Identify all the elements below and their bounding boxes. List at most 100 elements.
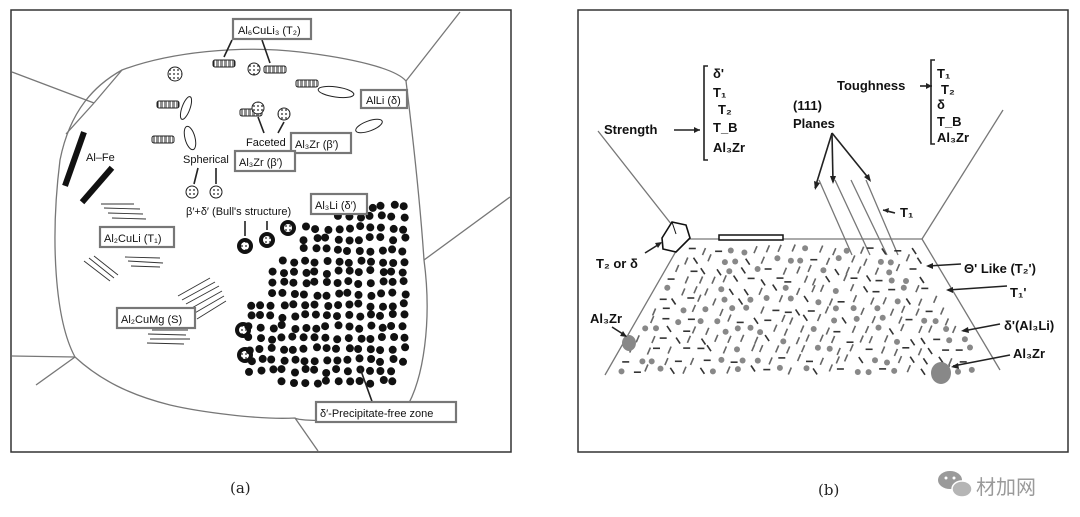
al3li-dot <box>299 344 308 353</box>
planes-label-2: Planes <box>793 116 835 131</box>
plate-precipitate <box>728 288 734 296</box>
plate-precipitate <box>909 356 915 364</box>
al3li-dot <box>299 333 308 342</box>
al3li-dot <box>345 322 354 331</box>
delta-prime-particle <box>826 345 833 352</box>
al3li-dot <box>357 334 366 343</box>
al3li-dot <box>323 356 332 365</box>
plate-precipitate <box>791 244 796 252</box>
al3li-dot <box>268 335 277 344</box>
al3li-dot <box>321 333 330 342</box>
al3li-dot <box>376 223 385 232</box>
al3li-dot <box>388 288 397 297</box>
delta-prime-particle <box>734 366 741 373</box>
delta-prime-particle <box>900 284 907 291</box>
plate-precipitate <box>796 353 802 362</box>
plate-precipitate <box>686 335 692 344</box>
plate-precipitate <box>811 284 816 293</box>
plate-precipitate <box>788 317 794 325</box>
al3li-dot <box>268 267 277 276</box>
al3li-dot <box>313 291 322 300</box>
al3li-dot <box>398 247 407 256</box>
plate-precipitate <box>712 298 717 306</box>
delta-prime-particle <box>653 325 659 332</box>
delta-prime-particle <box>879 314 886 321</box>
delta-prime-particle <box>747 324 754 331</box>
al3li-dot <box>344 334 353 343</box>
plate-precipitate <box>819 284 825 293</box>
plate-precipitate <box>859 246 865 255</box>
plate-precipitate <box>781 314 786 323</box>
plate-precipitate <box>882 296 887 305</box>
plate-precipitate <box>803 275 809 284</box>
al3li-box <box>309 192 369 216</box>
al3li-dot <box>312 324 321 333</box>
plate-precipitate <box>881 247 887 255</box>
plate-precipitate <box>811 278 817 286</box>
al3li-dot <box>310 267 319 276</box>
delta-prime-particle <box>754 266 761 272</box>
al3li-dot <box>299 236 308 245</box>
plate-precipitate <box>862 285 869 293</box>
plate-precipitate <box>864 325 870 334</box>
toughness-item-2: δ <box>937 97 945 112</box>
al3li-dot <box>280 277 289 286</box>
plate-precipitate <box>828 364 834 372</box>
delta-prime-particle <box>814 344 821 351</box>
al3li-dot <box>356 222 365 231</box>
plate-precipitate <box>897 355 903 364</box>
plate-precipitate <box>895 263 901 272</box>
al3li-dot <box>379 268 388 277</box>
plate-precipitate <box>883 334 889 343</box>
plate-precipitate <box>765 244 771 253</box>
plate-precipitate <box>787 367 793 375</box>
plate-precipitate <box>851 255 856 263</box>
al3li-dot <box>335 289 344 298</box>
al3li-dot <box>399 299 408 308</box>
al3li-precipitate-field <box>244 200 410 388</box>
plate-precipitate <box>832 247 837 256</box>
al3li-dot <box>278 288 287 297</box>
al3li-dot <box>256 323 265 332</box>
al3li-dot <box>333 356 342 365</box>
al3li-dot <box>400 213 409 222</box>
plate-precipitate <box>783 328 789 337</box>
al3li-dot <box>401 290 410 299</box>
delta-prime-particle <box>787 257 794 264</box>
al3li-dot <box>334 266 343 275</box>
plate-precipitate <box>944 318 950 326</box>
plate-precipitate <box>651 335 656 344</box>
delta-prime-particle <box>718 286 725 293</box>
al3li-dot <box>354 290 363 299</box>
al3li-dot <box>301 379 310 388</box>
al3li-dot <box>398 268 407 277</box>
plate-precipitate <box>851 325 857 334</box>
plate-precipitate <box>684 276 690 284</box>
plate-precipitate <box>796 266 801 274</box>
al3li-dot <box>332 344 340 353</box>
al3li-dot <box>388 377 397 386</box>
delta-prime-particle <box>894 338 900 345</box>
plate-precipitate <box>667 346 672 354</box>
plate-precipitate <box>860 307 865 316</box>
delta-prime-particle <box>877 258 884 265</box>
al3li-dot <box>367 291 376 300</box>
delta-prime-particle <box>721 296 728 303</box>
al3li-dot <box>245 346 254 355</box>
toughness-item-0: T₁ <box>937 66 950 81</box>
panel-a: Al–Fe <box>10 9 512 453</box>
plate-precipitate <box>889 308 895 317</box>
plate-precipitate <box>927 347 933 355</box>
t1-prime-arrow <box>947 285 1008 291</box>
plate-precipitate <box>743 288 749 296</box>
plate-precipitate <box>697 294 702 303</box>
al3li-dot <box>389 224 398 233</box>
al3li-dot <box>366 279 375 288</box>
plate-precipitate <box>915 284 920 293</box>
plate-precipitate <box>835 356 841 364</box>
t2-or-delta-label: T₂ or δ <box>596 256 638 271</box>
plate-precipitate <box>830 335 836 344</box>
al3li-dot <box>301 301 310 310</box>
plate-precipitate <box>664 357 669 366</box>
plate-precipitate <box>740 266 746 274</box>
